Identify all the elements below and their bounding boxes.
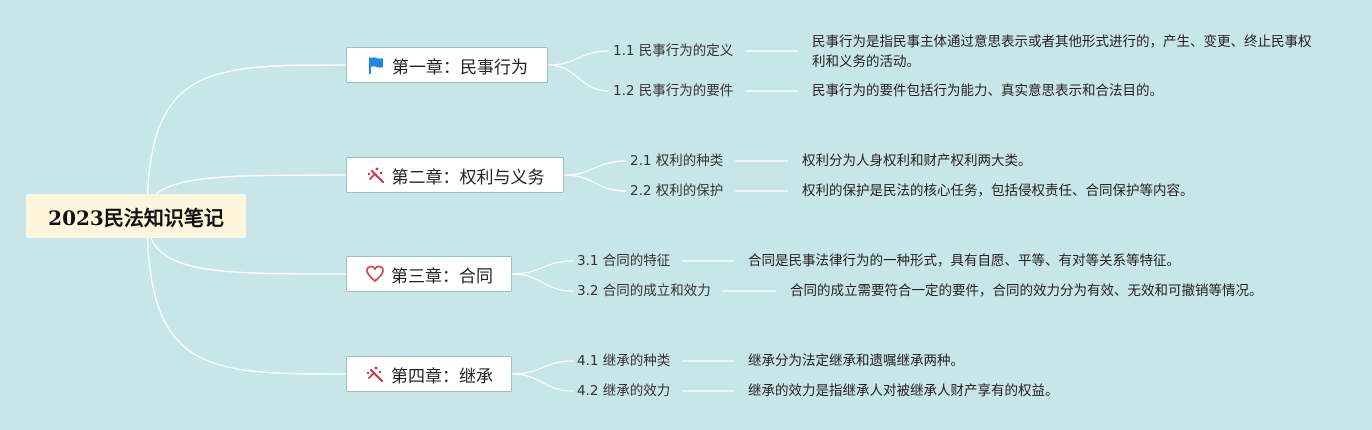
sub-node-1-2[interactable]: 1.2 民事行为的要件 [613, 83, 734, 99]
sub-node-4-1[interactable]: 4.1 继承的种类 [577, 353, 671, 369]
chapter-label: 第二章：权利与义务 [391, 167, 545, 188]
connector-line [547, 50, 610, 66]
connector-line [146, 64, 347, 217]
sub-node-3-2[interactable]: 3.2 合同的成立和效力 [577, 283, 711, 299]
heart-icon [365, 264, 385, 284]
sub-node-3-1[interactable]: 3.1 合同的特征 [577, 253, 671, 269]
chapter-node-4[interactable]: 第四章：继承 [346, 356, 512, 392]
connector-line [511, 273, 574, 292]
sub-node-2-1[interactable]: 2.1 权利的种类 [630, 153, 724, 169]
sub-node-4-2[interactable]: 4.2 继承的效力 [577, 383, 671, 399]
connector-line [511, 360, 574, 375]
chapter-node-3[interactable]: 第三章：合同 [346, 256, 512, 292]
chapter-label: 第一章：民事行为 [392, 57, 528, 78]
connector-line [563, 160, 627, 176]
desc-3-2: 合同的成立需要符合一定的要件，合同的效力分为有效、无效和可撤销等情况。 [790, 283, 1263, 299]
root-title: 2023民法知识笔记 [48, 205, 224, 230]
sub-node-2-2[interactable]: 2.2 权利的保护 [630, 183, 724, 199]
desc-2-1: 权利分为人身权利和财产权利两大类。 [802, 153, 1032, 169]
sparkle-icon [366, 165, 386, 185]
chapter-label: 第三章：合同 [391, 266, 493, 287]
flag-icon [366, 55, 386, 75]
sparkle-icon [365, 364, 385, 384]
desc-1-1: 民事行为是指民事主体通过意思表示或者其他形式进行的，产生、变更、终止民事权利和义… [812, 34, 1312, 70]
chapter-node-1[interactable]: 第一章：民事行为 [346, 47, 548, 83]
connector-line [511, 373, 574, 392]
chapter-label: 第四章：继承 [391, 366, 493, 387]
connector-line [146, 215, 347, 375]
desc-4-1: 继承分为法定继承和遗嘱继承两种。 [748, 353, 964, 369]
chapter-node-2[interactable]: 第二章：权利与义务 [346, 157, 564, 193]
connector-line [547, 64, 610, 92]
connector-line [511, 260, 574, 275]
root-node[interactable]: 2023民法知识笔记 [26, 194, 246, 238]
sub-node-1-1[interactable]: 1.1 民事行为的定义 [613, 43, 734, 59]
connector-line [563, 174, 627, 192]
desc-3-1: 合同是民事法律行为的一种形式，具有自愿、平等、有对等关系等特征。 [748, 253, 1180, 269]
desc-4-2: 继承的效力是指继承人对被继承人财产享有的权益。 [748, 383, 1059, 399]
desc-2-2: 权利的保护是民法的核心任务，包括侵权责任、合同保护等内容。 [802, 183, 1194, 199]
desc-1-2: 民事行为的要件包括行为能力、真实意思表示和合法目的。 [812, 83, 1163, 99]
